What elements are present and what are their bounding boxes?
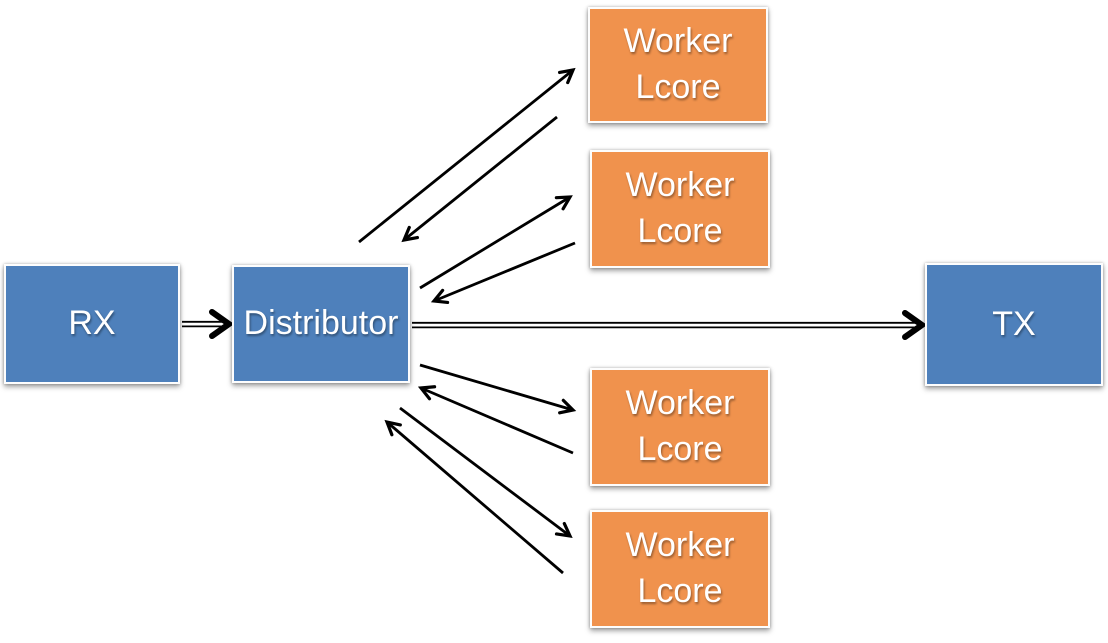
node-worker-3-label-line2: Lcore (637, 430, 723, 468)
node-rx: RX (4, 264, 180, 384)
node-worker-4-label-line1: Worker (625, 526, 735, 565)
arrow-worker-4-to-distributor (384, 419, 564, 575)
node-distributor-label: Distributor (243, 304, 399, 343)
node-worker-2-label-line2: Lcore (637, 212, 723, 250)
node-worker-2-label-line1: Worker (625, 166, 735, 205)
arrow-worker-2-to-distributor (430, 241, 576, 305)
node-worker-1-label-line2: Lcore (635, 68, 721, 106)
arrow-distributor-to-worker-1 (358, 67, 576, 244)
node-worker-3: Worker Lcore (590, 368, 770, 486)
node-distributor: Distributor (232, 265, 410, 383)
node-worker-3-label-line1: Worker (625, 384, 735, 423)
arrow-worker-3-to-distributor (417, 385, 574, 455)
node-worker-4-label-line2: Lcore (637, 572, 723, 610)
node-worker-2: Worker Lcore (590, 150, 770, 268)
arrow-distributor-to-worker-2 (419, 195, 573, 290)
arrow-rx-to-distributor (182, 309, 235, 339)
node-worker-4: Worker Lcore (590, 510, 770, 628)
node-worker-1-label-line1: Worker (623, 22, 733, 61)
arrow-worker-1-to-distributor (401, 115, 558, 243)
arrow-distributor-to-worker-3 (419, 363, 577, 415)
node-worker-1: Worker Lcore (588, 7, 768, 123)
arrow-distributor-to-tx (412, 310, 928, 340)
node-tx-label: TX (992, 304, 1036, 343)
node-tx: TX (925, 263, 1103, 386)
arrow-distributor-to-worker-4 (399, 406, 573, 539)
node-rx-label: RX (68, 304, 116, 343)
